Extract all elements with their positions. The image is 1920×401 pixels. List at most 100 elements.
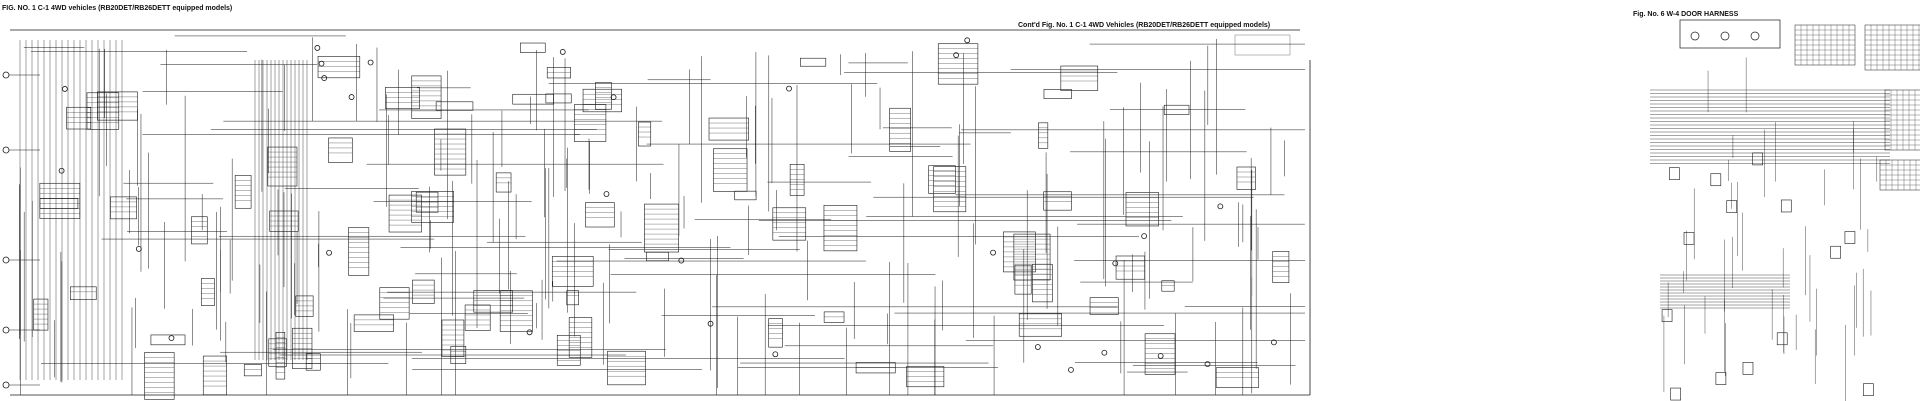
motor-icon [1690, 31, 1700, 41]
component-box [411, 75, 442, 119]
door-switch-box [1670, 387, 1682, 401]
component-box [595, 82, 612, 110]
motor-icon [1720, 31, 1730, 41]
component-box [388, 194, 422, 233]
component-box [441, 319, 465, 357]
component-box [1115, 255, 1145, 280]
ground-symbol-icon [1112, 260, 1119, 267]
component-box [243, 364, 262, 377]
ground-symbol-icon [1271, 339, 1277, 346]
component-box [582, 88, 622, 113]
component-box [1038, 122, 1049, 149]
door-switch-box [1780, 199, 1792, 213]
ground-symbol-icon [964, 37, 971, 44]
component-box [823, 311, 845, 323]
ground-symbol-icon [1217, 203, 1224, 210]
component-box [566, 290, 579, 306]
component-box [1018, 313, 1062, 337]
component-box [473, 290, 513, 313]
component-box [519, 42, 546, 53]
component-box [144, 352, 175, 400]
ground-symbol-icon [953, 52, 960, 59]
component-box [1161, 280, 1175, 292]
component-box [411, 191, 454, 223]
component-box [1032, 263, 1053, 303]
component-box [191, 216, 208, 245]
component-box [855, 362, 896, 374]
component-box [275, 332, 286, 380]
component-box [1014, 264, 1032, 295]
component-box [768, 318, 783, 348]
component-box [646, 251, 669, 262]
ground-symbol-icon [610, 94, 617, 101]
ground-symbol-icon [1157, 352, 1164, 359]
diagram-title-main: FIG. NO. 1 C-1 4WD vehicles (RB20DET/RB2… [2, 5, 233, 12]
component-box [450, 346, 467, 364]
component-box [889, 107, 911, 152]
door-switch-box [1844, 231, 1856, 244]
ground-symbol-icon [559, 49, 566, 55]
component-box [638, 121, 652, 147]
component-box [495, 172, 512, 193]
ground-symbol-icon [786, 85, 792, 92]
diagram-title-door-harness: Fig. No. 6 W-4 DOOR HARNESS [1633, 11, 1739, 18]
component-box [607, 350, 646, 386]
connector-terminal-icon [2, 146, 10, 154]
component-box [70, 286, 97, 300]
component-box [412, 279, 435, 304]
component-box [150, 334, 186, 346]
component-box [86, 92, 120, 130]
ground-symbol-icon [678, 257, 685, 264]
component-box [1125, 192, 1159, 227]
component-box [292, 327, 313, 369]
component-box [295, 295, 314, 317]
ground-symbol-icon [348, 94, 355, 100]
ground-symbol-icon [1141, 233, 1148, 240]
component-box [434, 128, 467, 176]
component-box [937, 43, 979, 85]
component-box [1060, 65, 1099, 91]
ground-symbol-icon [314, 45, 321, 51]
connector-terminal-icon [2, 326, 10, 334]
component-box [234, 175, 252, 209]
component-box [644, 203, 679, 253]
component-box [348, 227, 370, 276]
component-box [200, 278, 215, 306]
component-box [823, 205, 858, 252]
ground-symbol-icon [168, 335, 175, 341]
component-box [1163, 104, 1190, 115]
door-switch-box [1742, 362, 1754, 375]
ground-symbol-icon [135, 245, 142, 252]
component-box [267, 146, 298, 187]
ground-symbol-icon [1068, 366, 1074, 373]
door-mirror-box [1679, 19, 1781, 49]
pin-table [1864, 24, 1920, 71]
ground-symbol-icon [1034, 344, 1041, 350]
component-box [734, 190, 757, 201]
door-switch-box [1776, 332, 1788, 346]
ground-symbol-icon [707, 320, 714, 327]
door-switch-box [1752, 152, 1763, 166]
component-box [1043, 89, 1072, 99]
component-box [317, 55, 361, 79]
component-box [499, 290, 533, 332]
component-box [789, 164, 805, 196]
component-box [202, 355, 227, 396]
ground-symbol-icon [318, 60, 325, 67]
door-switch-box [1710, 173, 1722, 187]
component-box [353, 314, 394, 332]
component-box [110, 196, 137, 220]
component-box [1043, 191, 1072, 211]
ground-symbol-icon [526, 329, 533, 336]
component-box [1013, 233, 1051, 281]
component-box [1089, 297, 1119, 315]
door-switch-box [1661, 309, 1673, 322]
ground-symbol-icon [326, 249, 332, 256]
component-box [800, 57, 827, 67]
ground-symbol-icon [321, 75, 328, 81]
component-box [464, 304, 491, 331]
connector-terminal-icon [2, 256, 10, 264]
diagram-title-continued: Cont'd Fig. No. 1 C-1 4WD Vehicles (RB20… [1018, 22, 1271, 29]
ground-symbol-icon [1204, 361, 1211, 368]
